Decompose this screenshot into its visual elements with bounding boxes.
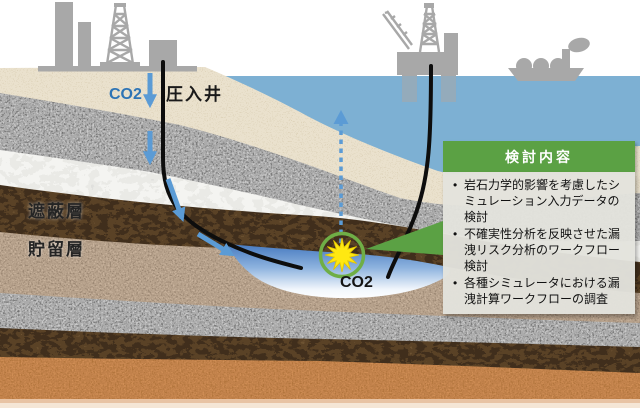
injection-flow-arrows — [143, 73, 235, 257]
co2-injection-label: CO2 — [109, 86, 142, 103]
leak-dashed-up-arrow-icon — [333, 110, 349, 243]
seal-layer-label: 遮蔽層 — [28, 202, 85, 221]
panel-title: 検討内容 — [443, 141, 635, 172]
carrier-ship-icon — [508, 37, 590, 81]
storage-layer-label: 貯留層 — [28, 240, 85, 259]
offshore-rig-icon — [382, 3, 458, 102]
injection-well-label: 圧入井 — [166, 85, 223, 104]
co2-plume-label: CO2 — [340, 274, 373, 291]
panel-item: 岩石力学的影響を考慮したシミュレーション入力データの検討 — [451, 177, 629, 225]
panel-body: 岩石力学的影響を考慮したシミュレーション入力データの検討 不確実性分析を反映させ… — [443, 172, 635, 314]
co2-plume — [228, 244, 450, 299]
injection-well-line — [161, 60, 303, 270]
panel-item: 不確実性分析を反映させた漏洩リスク分析のワークフロー検討 — [451, 226, 629, 274]
panel-item: 各種シミュレータにおける漏洩計算ワークフローの調査 — [451, 275, 629, 307]
offshore-well-line — [386, 64, 433, 279]
starburst-icon — [324, 237, 360, 273]
green-circle-icon — [318, 231, 366, 279]
study-panel: 検討内容 岩石力学的影響を考慮したシミュレーション入力データの検討 不確実性分析… — [443, 141, 635, 314]
callout-triangle — [366, 221, 443, 255]
panel-item-list: 岩石力学的影響を考慮したシミュレーション入力データの検討 不確実性分析を反映させ… — [451, 177, 629, 307]
layer-basal-line — [0, 399, 640, 403]
layer-orange — [0, 357, 640, 408]
layer-basal-strip — [0, 403, 640, 408]
